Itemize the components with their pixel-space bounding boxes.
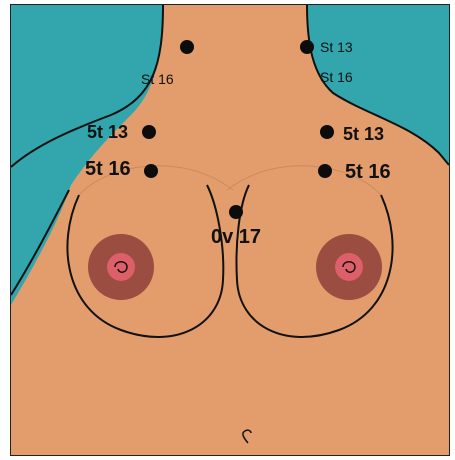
cv17-label: 0v 17 xyxy=(211,226,261,248)
cv17-dot xyxy=(229,205,243,219)
st13-left-dot xyxy=(142,125,156,139)
st16-left-label: 5t 16 xyxy=(85,158,131,180)
st13-right-dot xyxy=(320,125,334,139)
st13-upper-right-dot xyxy=(300,40,314,54)
st16-right-label: 5t 16 xyxy=(345,161,391,183)
st16-upper-left-dot xyxy=(180,40,194,54)
st16-upper-right-label: St 16 xyxy=(320,69,353,85)
st13-left-label: 5t 13 xyxy=(87,122,128,142)
st16-left-dot xyxy=(144,164,158,178)
st13-upper-right-label: St 13 xyxy=(320,39,353,55)
st16-upper-left-label: St 16 xyxy=(141,71,174,87)
right-nipple xyxy=(335,253,363,281)
st13-right-label: 5t 13 xyxy=(343,124,384,144)
acupressure-chest-diagram: St 16 St 13 St 16 5t 13 5t 13 5t 16 5t 1… xyxy=(10,4,450,456)
left-nipple xyxy=(107,253,135,281)
st16-right-dot xyxy=(318,164,332,178)
